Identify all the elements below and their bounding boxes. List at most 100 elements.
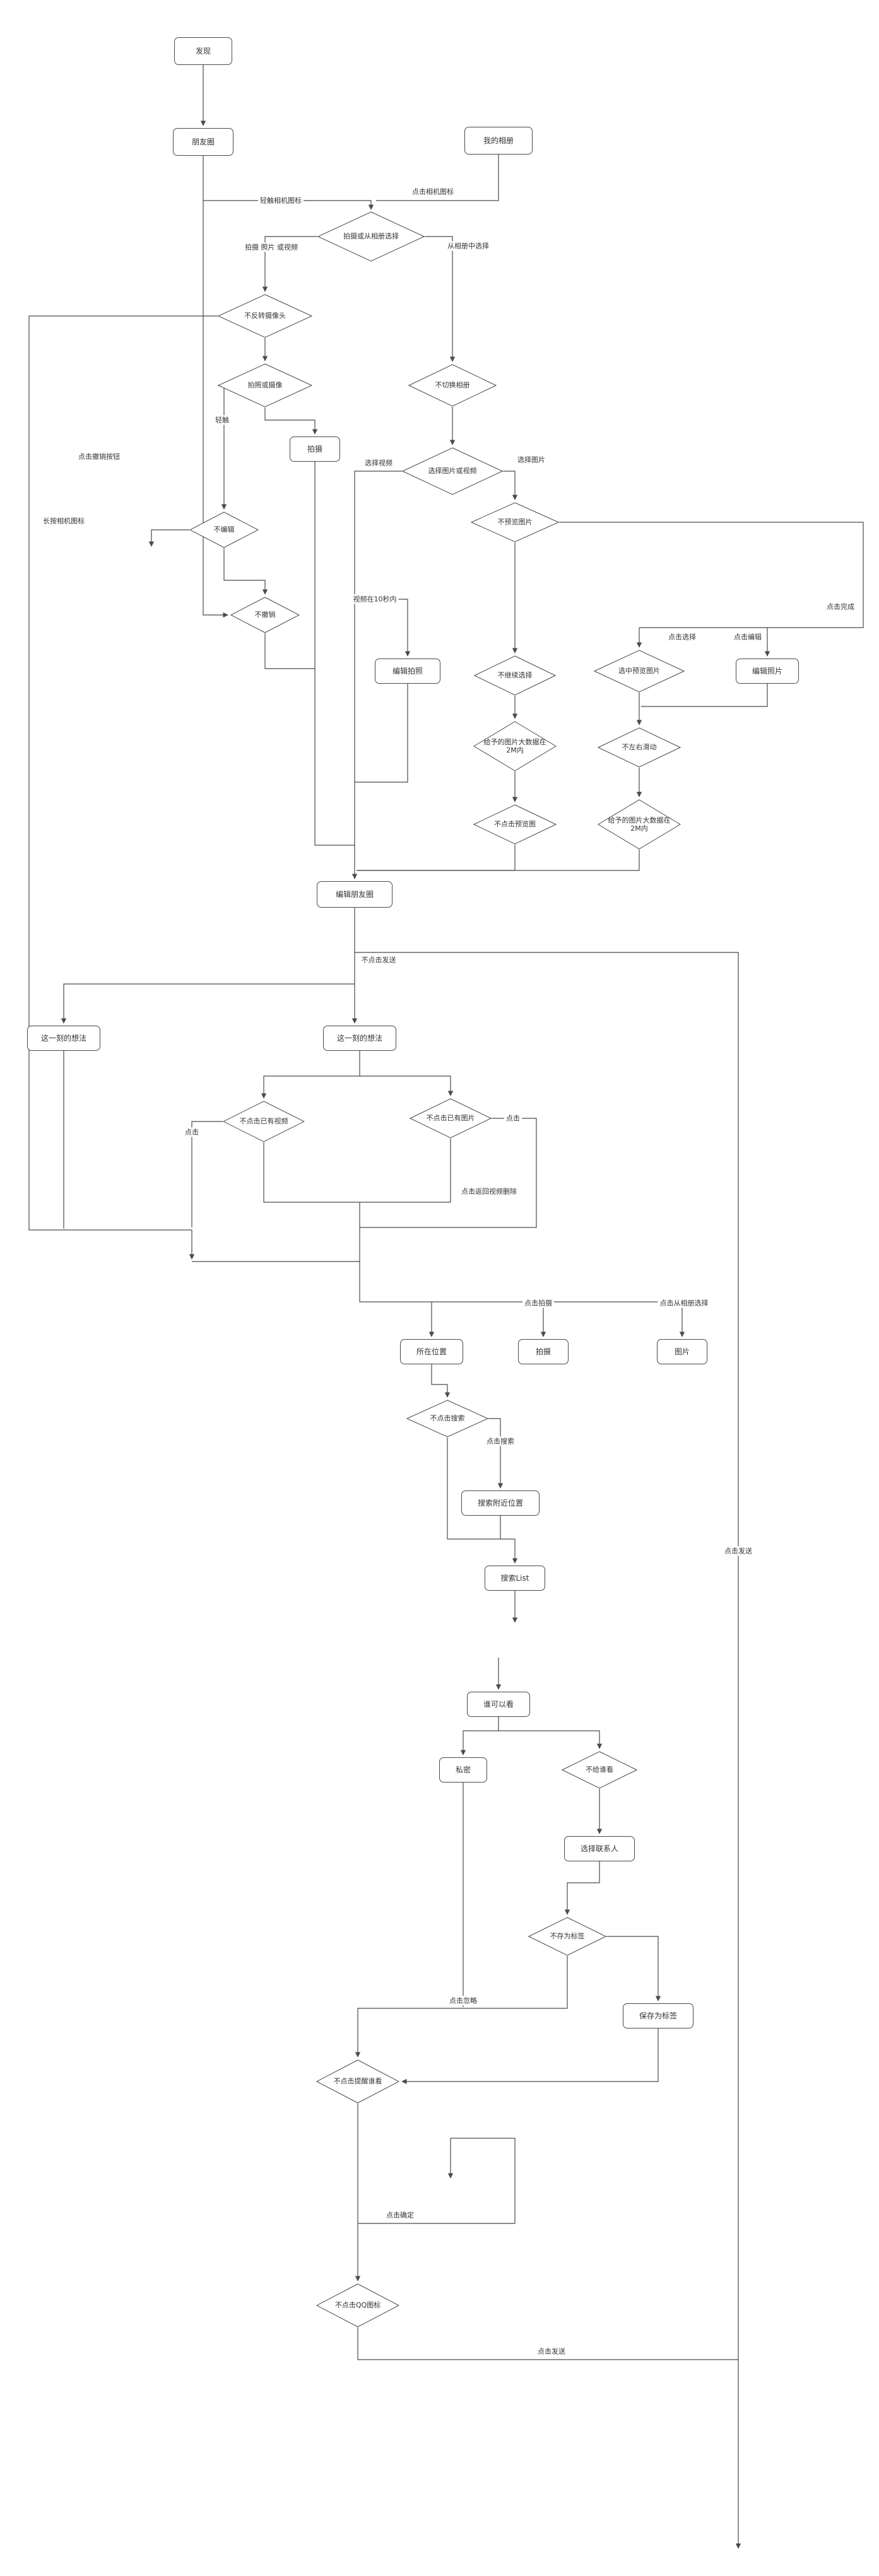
diamond-shape-xuanze-tupian-shipin: [402, 447, 503, 495]
node-bianji-paizhao: 编辑拍照: [375, 659, 440, 684]
flow-edge-37: [263, 1142, 360, 1203]
flow-edge-11: [559, 522, 864, 628]
flow-edge-27: [223, 548, 268, 595]
node-label-bu-dianji-sousuo: 不点击搜索: [430, 1414, 465, 1423]
edge-label-qingchu: 轻触: [213, 415, 231, 425]
diamond-shape-geiyu-tishi-2: [598, 799, 681, 850]
diamond-shape-bu-dianji-yulantu: [473, 804, 557, 845]
node-sousuo-list: 搜索List: [485, 1566, 545, 1591]
edge-label-dianji-cong-xiangce-xuanze: 点击从相册选择: [658, 1298, 711, 1308]
node-label-bu-dianji-yiyou-shipin: 不点击已有视频: [239, 1117, 288, 1126]
flow-edge-39: [359, 1202, 682, 1303]
flow-edge-35: [261, 1051, 360, 1099]
flow-edge-54: [564, 1861, 600, 1915]
diamond-shape-bu-jixu-xuanze: [474, 655, 556, 696]
node-label-baocun-wei-biaoqian: 保存为标签: [639, 2011, 677, 2020]
node-bu-dianji-tixing-shui-kan: 不点击提醒谁看: [316, 2059, 399, 2104]
flow-edge-3: [262, 236, 317, 292]
node-label-bu-dianji-qq-tubiao: 不点击QQ图标: [334, 2301, 381, 2310]
node-sousuo-fujin-weizhi: 搜索附近位置: [461, 1490, 540, 1516]
diamond-shape-bu-dianji-yiyou-tupian: [410, 1098, 492, 1139]
flow-edge-55: [606, 1936, 661, 2001]
node-label-wode-xiangce: 我的相册: [483, 136, 514, 145]
node-label-shui-keyi-kan: 谁可以看: [483, 1699, 514, 1709]
flow-edge-51: [460, 1717, 499, 1755]
diamond-shape-geiyu-tishi-1: [473, 721, 557, 771]
edge-label-changan-xiangji-tubiao: 长按相机图标: [41, 516, 86, 526]
flow-edge-33: [355, 952, 741, 2549]
node-label-bu-dianji-yiyou-tupian: 不点击已有图片: [426, 1114, 475, 1123]
edge-label-dianji-paishe: 点击拍摄: [522, 1298, 554, 1308]
node-bu-dianji-yiyou-tupian: 不点击已有图片: [410, 1098, 492, 1139]
node-xuanze-tupian-shipin: 选择图片或视频: [402, 447, 503, 495]
node-xiangfa-zhong: 这一刻的想法: [323, 1026, 396, 1051]
flow-edge-23: [503, 471, 518, 500]
flow-edge-48: [500, 1516, 518, 1564]
node-faxian: 发现: [174, 37, 232, 65]
edge-label-dianji-fasong-2: 点击发送: [536, 2346, 567, 2356]
node-label-xiangfa-zhong: 这一刻的想法: [336, 1033, 382, 1043]
diamond-shape-bu-yulan-tupian: [471, 502, 559, 542]
diamond-shape-bu-fanzhuan-shexiangtou: [218, 294, 312, 338]
node-paizhao-huo-shexiang: 拍照或摄像: [218, 363, 312, 407]
edge-label-xuanze-tupian: 选择图片: [516, 455, 547, 465]
flow-edge-58: [401, 2029, 659, 2085]
node-label-sousuo-list: 搜索List: [500, 1573, 529, 1583]
node-label-bu-chexiao: 不撤销: [254, 611, 276, 619]
node-bianji-pengyouquan: 编辑朋友圈: [317, 881, 392, 908]
flow-edge-60: [358, 2138, 516, 2224]
node-label-geiyu-tishi-2: 给予的图片大数据在2M内: [608, 816, 671, 833]
node-label-sousuo-fujin-weizhi: 搜索附近位置: [477, 1498, 523, 1508]
node-label-bu-fanzhuan-shexiangtou: 不反转摄像头: [244, 312, 286, 320]
node-bu-dianji-yulantu: 不点击预览图: [473, 804, 557, 845]
diamond-shape-bu-dianji-tixing-shui-kan: [316, 2059, 399, 2104]
flow-edge-47: [447, 1437, 500, 1540]
diamond-shape-paizhao-huo-shexiang: [218, 363, 312, 407]
node-bu-chexiao: 不撤销: [230, 597, 300, 633]
node-label-bu-cunwei-biaoqian: 不存为标签: [550, 1932, 585, 1941]
node-label-bu-qiehuan-xiangce: 不切换相册: [435, 381, 470, 390]
node-bu-yulan-tupian: 不预览图片: [471, 502, 559, 542]
node-bu-zuoyou-huadong: 不左右滑动: [598, 727, 681, 768]
flow-edge-45: [431, 1364, 451, 1398]
flow-edge-24: [28, 315, 218, 1260]
flow-edge-56: [355, 1956, 568, 2058]
node-label-bu-dianji-yulantu: 不点击预览图: [494, 820, 536, 829]
node-label-bu-dianji-tixing-shui-kan: 不点击提醒谁看: [333, 2077, 382, 2086]
node-bu-jixu-xuanze: 不继续选择: [474, 655, 556, 696]
node-pengyouquan: 朋友圈: [173, 128, 233, 156]
node-bu-bianji: 不编辑: [189, 512, 259, 548]
edge-label-qingchu-xiangji-tubiao: 轻触相机图标: [258, 196, 304, 206]
flow-edge-43: [191, 1121, 223, 1227]
flow-edge-7: [314, 462, 355, 846]
node-shui-keyi-kan: 谁可以看: [467, 1692, 530, 1717]
edge-label-dianji-xiangji-tubiao: 点击相机图标: [410, 187, 456, 197]
node-bu-dianji-yiyou-shipin: 不点击已有视频: [223, 1101, 305, 1142]
diamond-shape-bu-gei-shui-kan: [562, 1751, 637, 1789]
node-bu-dianji-qq-tubiao: 不点击QQ图标: [316, 2283, 399, 2327]
node-baocun-wei-biaoqian: 保存为标签: [623, 2003, 693, 2029]
diamond-shape-bu-qiehuan-xiangce: [408, 364, 497, 407]
flow-edge-36: [360, 1075, 454, 1096]
node-label-bu-yulan-tupian: 不预览图片: [497, 518, 533, 527]
edge-label-paishe-zhaopian-shipin: 拍摄 照片 或视频: [243, 242, 300, 252]
node-label-geiyu-tishi-1: 给予的图片大数据在2M内: [483, 737, 546, 754]
node-tupian: 图片: [657, 1339, 707, 1364]
node-suozai-weizhi: 所在位置: [400, 1339, 463, 1364]
node-label-bianji-paizhao: 编辑拍照: [392, 666, 423, 676]
node-label-bianji-zhaopian: 编辑照片: [752, 666, 782, 676]
node-label-xuanze-tupian-shipin: 选择图片或视频: [428, 467, 477, 476]
flow-edge-28: [148, 529, 189, 547]
node-label-xiangfa-zuo: 这一刻的想法: [40, 1033, 86, 1043]
node-label-tupian: 图片: [674, 1347, 690, 1356]
edge-label-xuanze-shipin: 选择视频: [363, 458, 394, 468]
node-bu-fanzhuan-shexiangtou: 不反转摄像头: [218, 294, 312, 338]
edge-label-bu-dianji-fasong: 不点击发送: [359, 955, 398, 965]
node-label-paishe-2: 拍摄: [535, 1347, 551, 1356]
diamond-shape-bu-chexiao: [230, 597, 300, 633]
node-label-bu-zuoyou-huadong: 不左右滑动: [622, 743, 657, 752]
node-label-xuanzhong-yulan-tupian: 选中预览图片: [618, 667, 660, 676]
flow-edge-2: [376, 155, 499, 201]
